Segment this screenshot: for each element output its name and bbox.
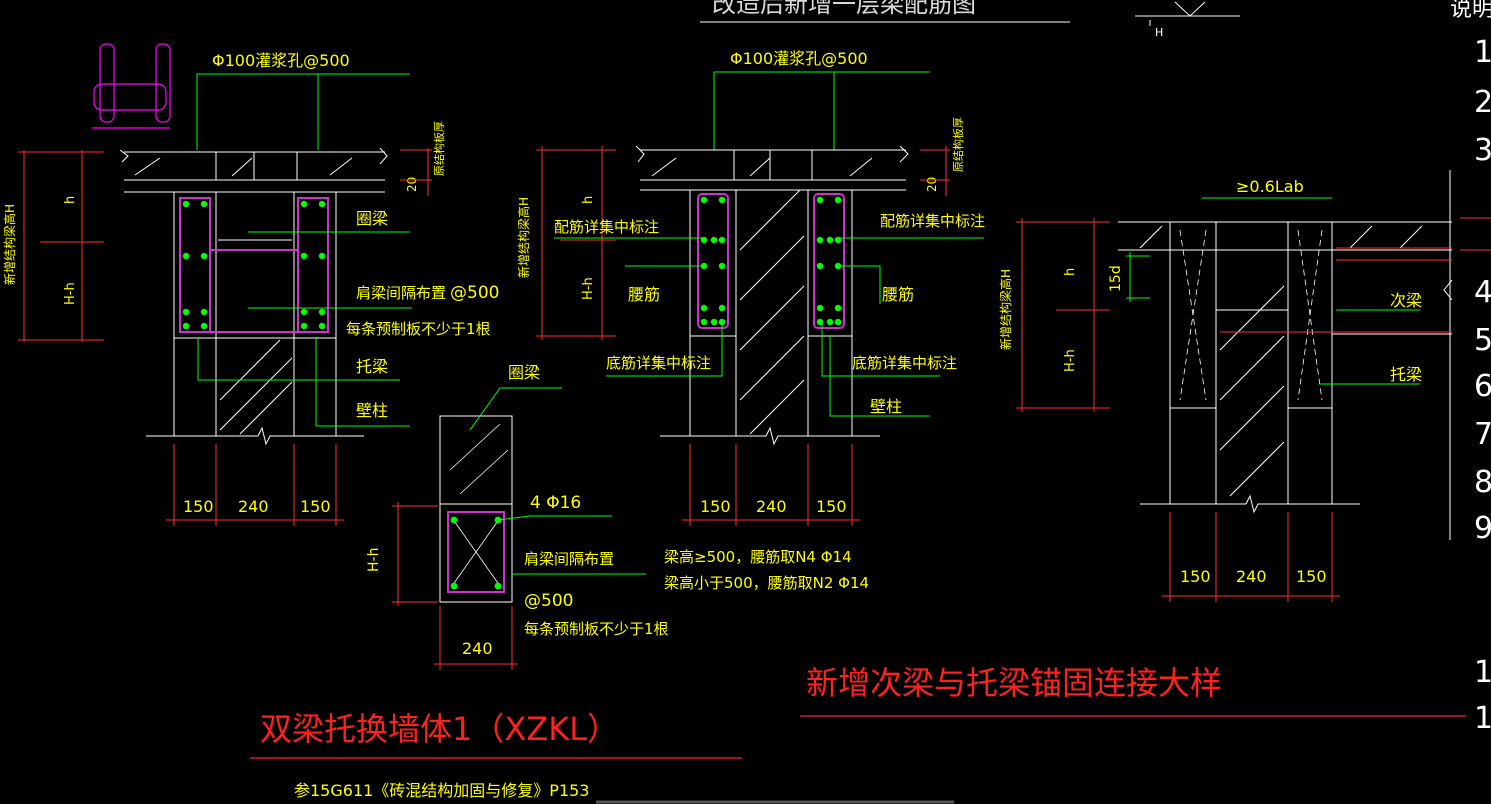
slab-middle	[635, 145, 909, 191]
note-numbers: 1 2 3 4 5 6 7 8 9 1 1	[1474, 35, 1491, 736]
height-label-right: 新增结构梁高H	[998, 269, 1013, 350]
waist-rule-1: 梁高≥500，腰筋取N4 Φ14	[664, 548, 852, 566]
dim-right-240: 240	[1236, 567, 1267, 586]
waist-left-middle: 腰筋	[628, 285, 660, 304]
titles: 双梁托换墙体1（XZKL） 参15G611《砖混结构加固与修复》P153 新增次…	[250, 664, 1466, 804]
min-per-panel-section: 每条预制板不少于1根	[524, 620, 669, 638]
spacing-section: @500	[524, 591, 573, 611]
height-label-left: 新增结构梁高H	[2, 204, 17, 285]
dim-left-240: 240	[238, 497, 269, 516]
grout-hole-middle: Φ100灌浆孔@500	[730, 49, 868, 68]
stirrup-sketch-icon	[92, 43, 171, 129]
partial-title: 改造后新增一层梁配筋图	[712, 0, 976, 18]
slab	[119, 147, 388, 193]
anchor-detail-title: 新增次梁与托梁锚固连接大样	[806, 664, 1222, 702]
rebar-note-right-middle: 配筋详集中标注	[880, 212, 985, 230]
svg-text:2: 2	[1474, 85, 1491, 120]
spacing-left: @500	[450, 283, 499, 303]
transfer-beam-left: 托梁	[356, 357, 388, 376]
dim-20-left: 20	[405, 177, 419, 192]
elevation-mark: H	[1155, 26, 1163, 39]
waist-rule-2: 梁高小于500，腰筋取N2 Φ14	[664, 574, 869, 592]
dim-mid-240: 240	[756, 497, 787, 516]
reference-note: 参15G611《砖混结构加固与修复》P153	[294, 781, 590, 800]
double-beam-title: 双梁托换墙体1（XZKL）	[260, 710, 619, 748]
svg-text:1: 1	[1474, 701, 1491, 736]
rebar-dots-middle	[700, 196, 842, 326]
slab-thickness-left: 原结构板厚	[432, 121, 446, 176]
H-minus-h-section: H-h	[366, 548, 382, 572]
H-minus-h-right: H-h	[1063, 349, 1078, 372]
ring-beam-left: 圈梁	[356, 209, 388, 228]
shoulder-beam-section: 肩梁间隔布置	[524, 550, 614, 568]
secondary-beam: 次梁	[1390, 291, 1422, 310]
svg-text:3: 3	[1474, 133, 1491, 168]
anchor-length: ≥0.6Lab	[1236, 177, 1304, 196]
width-section: 240	[462, 639, 493, 658]
H-minus-h-left: H-h	[63, 282, 78, 305]
bottom-left-middle: 底筋详集中标注	[606, 354, 711, 372]
shoulder-beam-left: 肩梁间隔布置	[356, 284, 446, 302]
svg-text:5: 5	[1474, 323, 1491, 358]
middle-detail: Φ100灌浆孔@500 20 原结构板厚	[516, 49, 985, 592]
ring-beam-section: 圈梁	[508, 363, 540, 382]
rebar-dots-section	[450, 516, 502, 590]
slab-thickness-middle: 原结构板厚	[951, 117, 965, 172]
dim-left-150b: 150	[300, 497, 331, 516]
left-detail: Φ100灌浆孔@500 20 原结构板厚	[2, 43, 499, 526]
beam-wall-outline	[146, 191, 364, 446]
dim-left-150a: 150	[183, 497, 214, 516]
svg-text:1: 1	[1474, 655, 1491, 690]
beam-wall-middle	[660, 189, 880, 446]
waist-right-middle: 腰筋	[882, 285, 914, 304]
rebar-section: 4 Φ16	[530, 493, 581, 513]
transfer-beam-right: 托梁	[1390, 365, 1422, 384]
svg-text:8: 8	[1474, 465, 1491, 500]
grout-hole-label: Φ100灌浆孔@500	[212, 51, 350, 70]
H-minus-h-middle: H-h	[581, 277, 596, 300]
elevation-symbol	[1135, 1, 1240, 26]
dim-20-middle: 20	[925, 177, 939, 192]
bottom-right-middle: 底筋详集中标注	[852, 354, 957, 372]
min-per-panel-left: 每条预制板不少于1根	[346, 320, 491, 338]
svg-text:7: 7	[1474, 417, 1491, 452]
svg-text:6: 6	[1474, 369, 1491, 404]
svg-text:4: 4	[1474, 275, 1491, 310]
h-right: h	[1063, 268, 1078, 276]
dim-right-150b: 150	[1296, 567, 1327, 586]
notes-label: 说明:	[1450, 0, 1491, 22]
rebar-dots-left	[182, 200, 326, 330]
top-strip: 改造后新增一层梁配筋图 H 说明: 1 2 3 4 5 6 7 8 9 1 1	[700, 0, 1491, 736]
h-left: h	[63, 196, 78, 204]
svg-text:9: 9	[1474, 511, 1491, 546]
right-detail: ≥0.6Lab	[998, 170, 1491, 602]
stirrups-middle	[697, 193, 845, 329]
d15-right: 15d	[1108, 265, 1124, 292]
wall-pilaster-left: 壁柱	[356, 401, 388, 420]
svg-text:1: 1	[1474, 35, 1491, 70]
h-middle: h	[581, 196, 596, 204]
dim-right-150a: 150	[1180, 567, 1211, 586]
height-label-middle: 新增结构梁高H	[516, 197, 531, 278]
section-detail: 圈梁 4 Φ16 肩梁间隔布置 @500 每条预制板不少于1根 H-h 240	[366, 363, 669, 670]
dim-mid-150b: 150	[816, 497, 847, 516]
dim-mid-150a: 150	[700, 497, 731, 516]
wall-pilaster-middle: 壁柱	[870, 397, 902, 416]
stirrups-left	[179, 197, 329, 333]
rebar-note-left-middle: 配筋详集中标注	[554, 218, 659, 236]
